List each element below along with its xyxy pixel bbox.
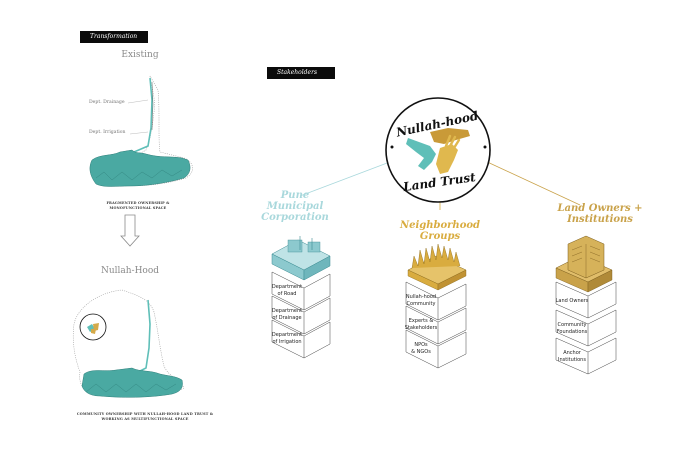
- existing-drainage-channel: [133, 77, 153, 153]
- pmc-item-2-line2: of Drainage: [272, 315, 301, 321]
- neighborhood-cluster-icon: [407, 243, 467, 291]
- existing-caption: FRAGMENTED OWNERSHIP & MONOFUNCTIONAL SP…: [106, 201, 170, 210]
- connector-landowners: [482, 159, 581, 206]
- label-dept-drainage: Dept. Drainage: [89, 100, 125, 105]
- existing-title: Existing: [121, 50, 159, 60]
- pmc-item-2-line1: Department: [272, 308, 302, 314]
- group-title-pmc: Pune Municipal Corporation: [261, 190, 329, 223]
- connector-pmc: [299, 159, 396, 197]
- transformation-tag: Transformation: [80, 31, 148, 43]
- lo-item-3-line2: Institutions: [558, 357, 586, 363]
- nullah-hood-drainage-channel: [133, 299, 151, 375]
- group-title-neighborhood: Neighborhood Groups: [399, 220, 481, 242]
- landowners-building-icon: [555, 235, 613, 293]
- pmc-boxes: [271, 271, 331, 359]
- neighborhood-boxes: [405, 281, 467, 369]
- lo-item-3-line1: Anchor: [563, 350, 582, 356]
- landowners-boxes: [555, 281, 617, 375]
- teal-hand-icon: [406, 138, 436, 170]
- ng-item-2-line2: Stakeholders: [405, 325, 438, 331]
- pmc-item-3-line2: of Irrigation: [272, 339, 301, 345]
- lo-item-1-line1: Land Owners: [556, 298, 589, 304]
- nullah-hood-land-trust-logo: [385, 97, 491, 203]
- nullah-hood-title: Nullah-Hood: [100, 266, 160, 276]
- lo-item-2-line1: Community: [558, 322, 587, 328]
- nullah-hood-water-body: [81, 367, 183, 398]
- pmc-item-1-line1: Department: [272, 284, 302, 290]
- stakeholders-tag: Stakeholders: [267, 67, 335, 79]
- gold-hand-bottom-icon: [436, 144, 458, 174]
- nullah-hood-caption: COMMUNITY OWNERSHIP WITH NULLAH-HOOD LAN…: [76, 412, 214, 421]
- pmc-building-icon: [271, 236, 331, 281]
- pmc-item-3-line1: Department: [272, 332, 302, 338]
- pmc-item-1-line2: of Road: [278, 291, 297, 297]
- ng-item-3-line1: NPOs: [414, 342, 428, 348]
- label-dept-irrigation: Dept. Irrigation: [89, 130, 126, 135]
- ng-item-1-line2: Community: [407, 301, 436, 307]
- ng-item-2-line1: Experts &: [409, 318, 434, 324]
- lo-item-2-line2: Foundations: [557, 329, 588, 335]
- ng-item-1-line1: Nullah-hood: [406, 294, 436, 300]
- small-logo: [79, 313, 107, 341]
- group-title-landowners: Land Owners + Institutions: [557, 203, 643, 225]
- down-arrow-icon: [120, 214, 140, 247]
- ng-item-3-line2: & NGOs: [411, 349, 431, 355]
